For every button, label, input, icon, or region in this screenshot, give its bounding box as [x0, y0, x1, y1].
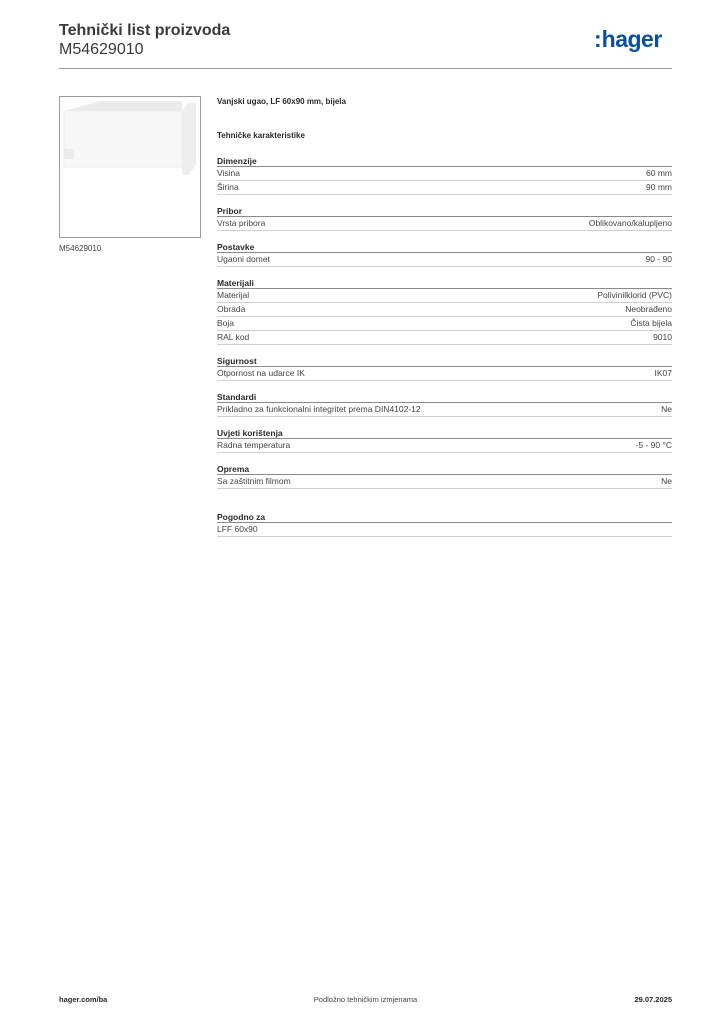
section-dimensions: Dimenzije Visina 60 mm Širina 90 mm — [217, 155, 672, 195]
product-image — [63, 101, 196, 175]
section-standards: Standardi Prikladno za funkcionalni inte… — [217, 391, 672, 417]
spec-label: Vrsta pribora — [217, 218, 266, 228]
spec-value: 60 mm — [646, 168, 672, 178]
footer-website-link[interactable]: hager.com/ba — [59, 995, 108, 1004]
spec-label: Ugaoni domet — [217, 254, 270, 264]
product-shape-face — [63, 110, 183, 168]
section-title: Uvjeti korištenja — [217, 427, 672, 439]
footer-date: 29.07.2025 — [634, 995, 672, 1004]
spec-label: Prikladno za funkcionalni integritet pre… — [217, 404, 421, 414]
product-image-frame — [59, 96, 201, 238]
spec-value: Polivinilklorid (PVC) — [597, 290, 672, 300]
spec-row: Obrada Neobrađeno — [217, 303, 672, 317]
spec-content: Vanjski ugao, LF 60x90 mm, bijela Tehnič… — [217, 96, 672, 537]
spec-value: 9010 — [653, 332, 672, 342]
spec-label: Otpornost na udarce IK — [217, 368, 305, 378]
spec-value: IK07 — [654, 368, 673, 378]
section-usage-conditions: Uvjeti korištenja Radna temperatura -5 - … — [217, 427, 672, 453]
document-product-code: M54629010 — [59, 41, 144, 58]
product-shape-notch — [64, 149, 74, 159]
section-title: Standardi — [217, 391, 672, 403]
spec-row: Radna temperatura -5 - 90 °C — [217, 439, 672, 453]
section-settings: Postavke Ugaoni domet 90 - 90 — [217, 241, 672, 267]
section-title: Dimenzije — [217, 155, 672, 167]
spec-value: -5 - 90 °C — [635, 440, 672, 450]
spec-value: Ne — [661, 476, 672, 486]
spec-row: Materijal Polivinilklorid (PVC) — [217, 289, 672, 303]
section-suitable-for: Pogodno za LFF 60x90 — [217, 511, 672, 537]
section-title: Sigurnost — [217, 355, 672, 367]
spec-value: Neobrađeno — [625, 304, 672, 314]
section-accessories: Pribor Vrsta pribora Oblikovano/kalupljen… — [217, 205, 672, 231]
product-name: Vanjski ugao, LF 60x90 mm, bijela — [217, 97, 346, 106]
spec-value: Ne — [661, 404, 672, 414]
section-title: Pribor — [217, 205, 672, 217]
spec-row: Boja Čista bijela — [217, 317, 672, 331]
section-title: Oprema — [217, 463, 672, 475]
spec-row: Visina 60 mm — [217, 167, 672, 181]
spec-value: Oblikovano/kalupljeno — [588, 218, 672, 228]
spec-row: Vrsta pribora Oblikovano/kalupljeno — [217, 217, 672, 231]
section-safety: Sigurnost Otpornost na udarce IK IK07 — [217, 355, 672, 381]
spec-value: 90 - 90 — [645, 254, 672, 264]
spec-row: Sa zaštitnim filmom Ne — [217, 475, 672, 489]
spec-label: Boja — [217, 318, 235, 328]
section-title: Postavke — [217, 241, 672, 253]
spec-value: Čista bijela — [630, 318, 672, 328]
logo-text: hager — [601, 26, 663, 52]
page-footer: hager.com/ba Podložno tehničkim izmjenam… — [59, 995, 672, 1009]
header-divider — [59, 68, 672, 69]
document-title: Tehnički list proizvoda — [59, 22, 231, 39]
spec-label: Obrada — [217, 304, 246, 314]
spec-label: Visina — [217, 168, 240, 178]
spec-label: Sa zaštitnim filmom — [217, 476, 291, 486]
logo-prefix: : — [594, 26, 602, 52]
footer-note: Podložno tehničkim izmjenama — [313, 995, 418, 1004]
section-title: Pogodno za — [217, 511, 672, 523]
section-materials: Materijali Materijal Polivinilklorid (PVC… — [217, 277, 672, 345]
product-shape-side — [182, 103, 196, 175]
spec-row: RAL kod 9010 — [217, 331, 672, 345]
spec-label: Širina — [217, 182, 239, 192]
spec-row: Otpornost na udarce IK IK07 — [217, 367, 672, 381]
hager-logo: :hager — [594, 25, 662, 53]
tech-characteristics-heading: Tehničke karakteristike — [217, 131, 305, 140]
section-title: Materijali — [217, 277, 672, 289]
document-header: Tehnički list proizvoda M54629010 — [59, 21, 230, 59]
spec-row: Širina 90 mm — [217, 181, 672, 195]
spec-label: LFF 60x90 — [217, 524, 258, 534]
spec-label: RAL kod — [217, 332, 250, 342]
spec-row: LFF 60x90 — [217, 523, 672, 537]
spec-label: Materijal — [217, 290, 250, 300]
spec-row: Prikladno za funkcionalni integritet pre… — [217, 403, 672, 417]
product-image-caption: M54629010 — [59, 244, 102, 253]
section-equipment: Oprema Sa zaštitnim filmom Ne — [217, 463, 672, 489]
spec-row: Ugaoni domet 90 - 90 — [217, 253, 672, 267]
product-shape-edge — [64, 101, 182, 111]
spec-label: Radna temperatura — [217, 440, 291, 450]
spec-value: 90 mm — [646, 182, 672, 192]
